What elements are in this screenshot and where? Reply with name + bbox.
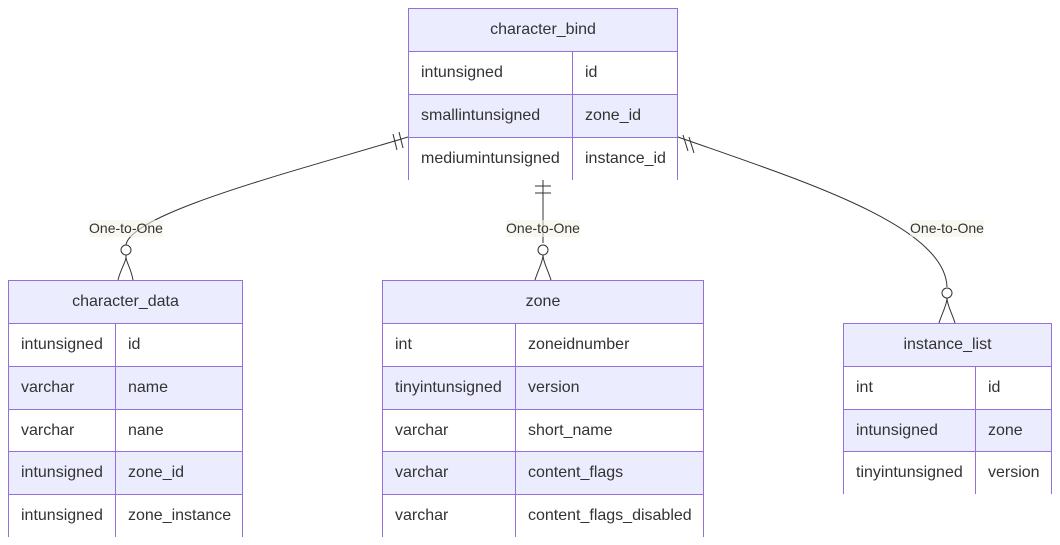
attribute-name: nane: [128, 422, 164, 439]
attribute-name: version: [528, 379, 580, 396]
entity-title: instance_list: [844, 324, 1051, 367]
attribute-name: version: [988, 464, 1040, 481]
entity-character-data: character_data intunsigned id varchar na…: [8, 280, 243, 537]
attribute-type: intunsigned: [9, 452, 116, 494]
attribute-type: intunsigned: [409, 52, 573, 94]
entity-title: character_bind: [409, 9, 677, 52]
attribute-type: tinyintunsigned: [844, 452, 976, 494]
attribute-row: intunsigned zone_id: [9, 451, 242, 494]
entity-title: zone: [383, 281, 703, 324]
attribute-type: intunsigned: [9, 324, 116, 366]
attribute-type: int: [383, 324, 516, 366]
attribute-name: zone: [988, 422, 1023, 439]
entity-title: character_data: [9, 281, 242, 324]
attribute-row: varchar nane: [9, 409, 242, 452]
attribute-row: intunsigned id: [9, 323, 242, 366]
attribute-row: int zoneidnumber: [383, 323, 703, 366]
attribute-type: mediumintunsigned: [409, 138, 573, 180]
relationship-label-instance-list: One-to-One: [910, 220, 984, 236]
relationship-line-instance-list: [677, 136, 948, 288]
attribute-name: id: [585, 64, 598, 81]
attribute-row: varchar content_flags_disabled: [383, 494, 703, 537]
attribute-name: short_name: [528, 422, 613, 439]
attribute-row: int id: [844, 366, 1051, 409]
attribute-type: smallintunsigned: [409, 95, 573, 137]
attribute-row: tinyintunsigned version: [383, 366, 703, 409]
attribute-type: intunsigned: [9, 495, 116, 537]
attribute-name: instance_id: [585, 150, 666, 167]
entity-character-bind: character_bind intunsigned id smallintun…: [408, 8, 678, 180]
attribute-row: smallintunsigned zone_id: [409, 94, 677, 137]
attribute-name: zone_id: [585, 107, 642, 124]
attribute-name: zone_instance: [128, 507, 232, 524]
attribute-name: name: [128, 379, 169, 396]
attribute-type: varchar: [383, 410, 516, 452]
attribute-row: varchar short_name: [383, 409, 703, 452]
attribute-type: intunsigned: [844, 410, 976, 452]
attribute-name: content_flags_disabled: [528, 507, 692, 524]
attribute-name: zoneidnumber: [528, 336, 630, 353]
attribute-name: content_flags: [528, 464, 624, 481]
attribute-row: tinyintunsigned version: [844, 451, 1051, 494]
attribute-type: varchar: [383, 452, 516, 494]
attribute-row: intunsigned zone: [844, 409, 1051, 452]
attribute-name: id: [988, 379, 1001, 396]
relationship-label-zone: One-to-One: [506, 220, 580, 236]
entity-instance-list: instance_list int id intunsigned zone ti…: [843, 323, 1052, 494]
attribute-type: int: [844, 367, 976, 409]
attribute-name: id: [128, 336, 141, 353]
relationship-label-character-data: One-to-One: [89, 220, 163, 236]
relationship-line-character-data: [117, 136, 409, 281]
entity-zone: zone int zoneidnumber tinyintunsigned ve…: [382, 280, 704, 537]
attribute-type: tinyintunsigned: [383, 367, 516, 409]
attribute-name: zone_id: [128, 464, 185, 481]
attribute-row: intunsigned id: [409, 51, 677, 94]
attribute-row: intunsigned zone_instance: [9, 494, 242, 537]
attribute-row: mediumintunsigned instance_id: [409, 137, 677, 180]
attribute-row: varchar name: [9, 366, 242, 409]
attribute-type: varchar: [383, 495, 516, 537]
attribute-row: varchar content_flags: [383, 451, 703, 494]
attribute-type: varchar: [9, 410, 116, 452]
attribute-type: varchar: [9, 367, 116, 409]
